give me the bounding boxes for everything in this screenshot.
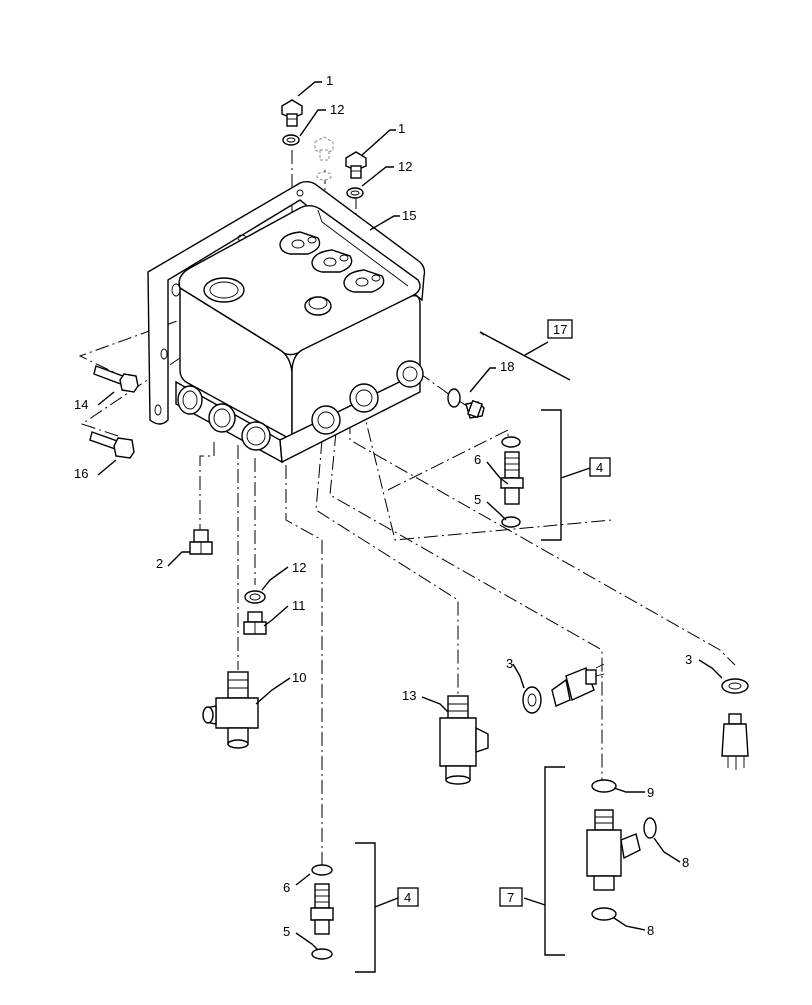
- boxed-callout-4-lower: 4: [397, 887, 419, 907]
- tee-fitting-10: [202, 671, 259, 749]
- callout-12-top-right: 12: [398, 159, 412, 174]
- bracket-4-upper: [541, 409, 591, 541]
- callout-1-top-right: 1: [398, 121, 405, 136]
- plug-2: [189, 529, 213, 555]
- sensor-center: [551, 663, 605, 707]
- washer-3-center: [522, 686, 542, 714]
- oring-9: [591, 779, 617, 793]
- callout-3-right: 3: [685, 652, 692, 667]
- callout-3-center: 3: [506, 656, 513, 671]
- callout-16: 16: [74, 466, 88, 481]
- callout-2: 2: [156, 556, 163, 571]
- washer-3-right: [721, 678, 749, 694]
- oring-8-bottom: [591, 907, 617, 921]
- callout-18: 18: [500, 359, 514, 374]
- center-lines: [78, 150, 736, 865]
- top-washer-left: [282, 134, 300, 146]
- side-bolt-14: [93, 365, 139, 393]
- valve-body: [147, 181, 426, 464]
- callout-1-top-left: 1: [326, 73, 333, 88]
- plug-18: [465, 399, 485, 419]
- bracket-7: [523, 766, 565, 956]
- callout-5-upper: 5: [474, 492, 481, 507]
- svg-text:4: 4: [596, 460, 603, 475]
- callout-9: 9: [647, 785, 654, 800]
- callout-6-upper: 6: [474, 452, 481, 467]
- ghost-bolt-center: [314, 136, 334, 181]
- callout-13: 13: [402, 688, 416, 703]
- callout-12-top-left: 12: [330, 102, 344, 117]
- top-bolt-left: [281, 99, 303, 127]
- svg-text:7: 7: [507, 890, 514, 905]
- callout-8-bottom: 8: [647, 923, 654, 938]
- top-washer-right: [346, 187, 364, 199]
- callout-10: 10: [292, 670, 306, 685]
- callout-6-lower: 6: [283, 880, 290, 895]
- callout-5-lower: 5: [283, 924, 290, 939]
- callout-14: 14: [74, 397, 88, 412]
- svg-text:4: 4: [404, 890, 411, 905]
- callout-12-lower: 12: [292, 560, 306, 575]
- oring-18: [447, 388, 461, 408]
- leader-lines: [97, 81, 723, 951]
- sensor-right: [721, 713, 749, 770]
- boxed-callout-17: 17: [547, 319, 573, 339]
- side-bolt-16: [89, 431, 135, 459]
- boxed-callout-4-upper: 4: [589, 457, 611, 477]
- top-bolt-right: [345, 151, 367, 179]
- fitting-13: [439, 695, 489, 785]
- washer-12-lower: [244, 590, 266, 604]
- bracket-4-lower: [355, 842, 399, 973]
- boxed-callout-7: 7: [499, 887, 523, 907]
- callout-8-side: 8: [682, 855, 689, 870]
- adapter-upper: [500, 436, 524, 528]
- callout-15: 15: [402, 208, 416, 223]
- oring-8-side: [643, 817, 657, 839]
- callout-labels: 1 12 1 12 15 18 14 16 6 5 2 12 11 10 3 3…: [74, 73, 692, 939]
- adapter-lower: [310, 864, 334, 960]
- plug-11: [243, 611, 267, 635]
- tee-fitting-7: [586, 809, 641, 891]
- bracket-17: [479, 331, 571, 381]
- callout-11: 11: [292, 598, 306, 613]
- svg-text:17: 17: [553, 322, 567, 337]
